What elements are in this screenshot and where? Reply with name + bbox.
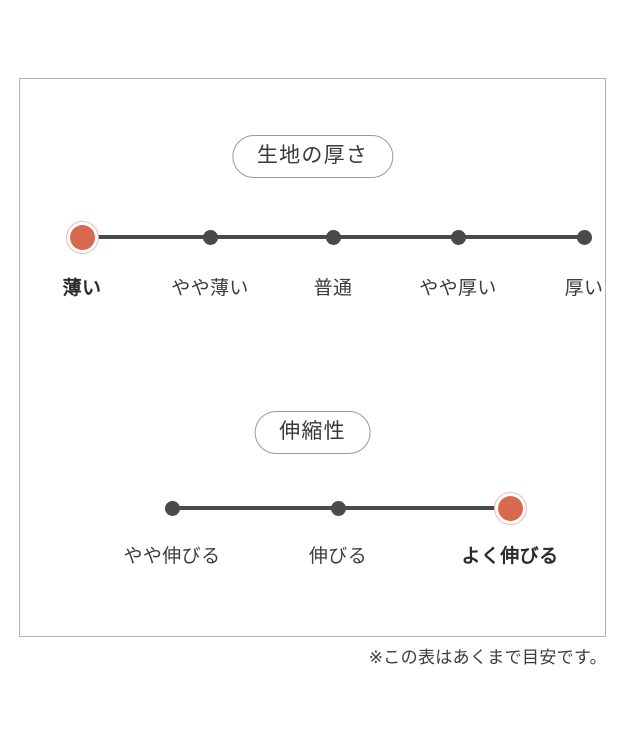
scale-label-stretch-2: よく伸びる bbox=[461, 546, 559, 567]
scale-dot-stretch-1[interactable] bbox=[330, 500, 346, 516]
scale-dot-thickness-4[interactable] bbox=[576, 229, 592, 245]
scale-dot-stretch-2[interactable] bbox=[497, 495, 523, 521]
section-title-fabric-thickness: 生地の厚さ bbox=[231, 135, 394, 178]
scale-label-thickness-3: やや厚い bbox=[419, 278, 497, 299]
scale-dot-thickness-1[interactable] bbox=[202, 229, 218, 245]
spec-card: 生地の厚さ 薄い やや薄い 普通 やや厚い 厚い 伸縮性 やや伸びる 伸びる bbox=[19, 78, 606, 637]
scale-stretchiness bbox=[20, 488, 605, 528]
scale-label-stretch-0: やや伸びる bbox=[123, 546, 221, 567]
scale-label-thickness-4: 厚い bbox=[564, 278, 604, 299]
scale-label-thickness-0: 薄い bbox=[62, 278, 102, 299]
scale-labels-fabric-thickness: 薄い やや薄い 普通 やや厚い 厚い bbox=[20, 275, 605, 305]
scale-dot-thickness-0[interactable] bbox=[69, 224, 95, 250]
scale-labels-stretchiness: やや伸びる 伸びる よく伸びる bbox=[20, 543, 605, 573]
scale-dot-stretch-0[interactable] bbox=[164, 500, 180, 516]
scale-dot-thickness-2[interactable] bbox=[325, 229, 341, 245]
chart-footnote: ※この表はあくまで目安です。 bbox=[368, 648, 607, 667]
scale-fabric-thickness bbox=[20, 217, 605, 257]
scale-label-thickness-1: やや薄い bbox=[171, 278, 249, 299]
section-title-stretchiness: 伸縮性 bbox=[254, 411, 371, 454]
scale-dot-thickness-3[interactable] bbox=[450, 229, 466, 245]
scale-label-thickness-2: 普通 bbox=[313, 278, 353, 299]
scale-label-stretch-1: 伸びる bbox=[308, 546, 368, 567]
